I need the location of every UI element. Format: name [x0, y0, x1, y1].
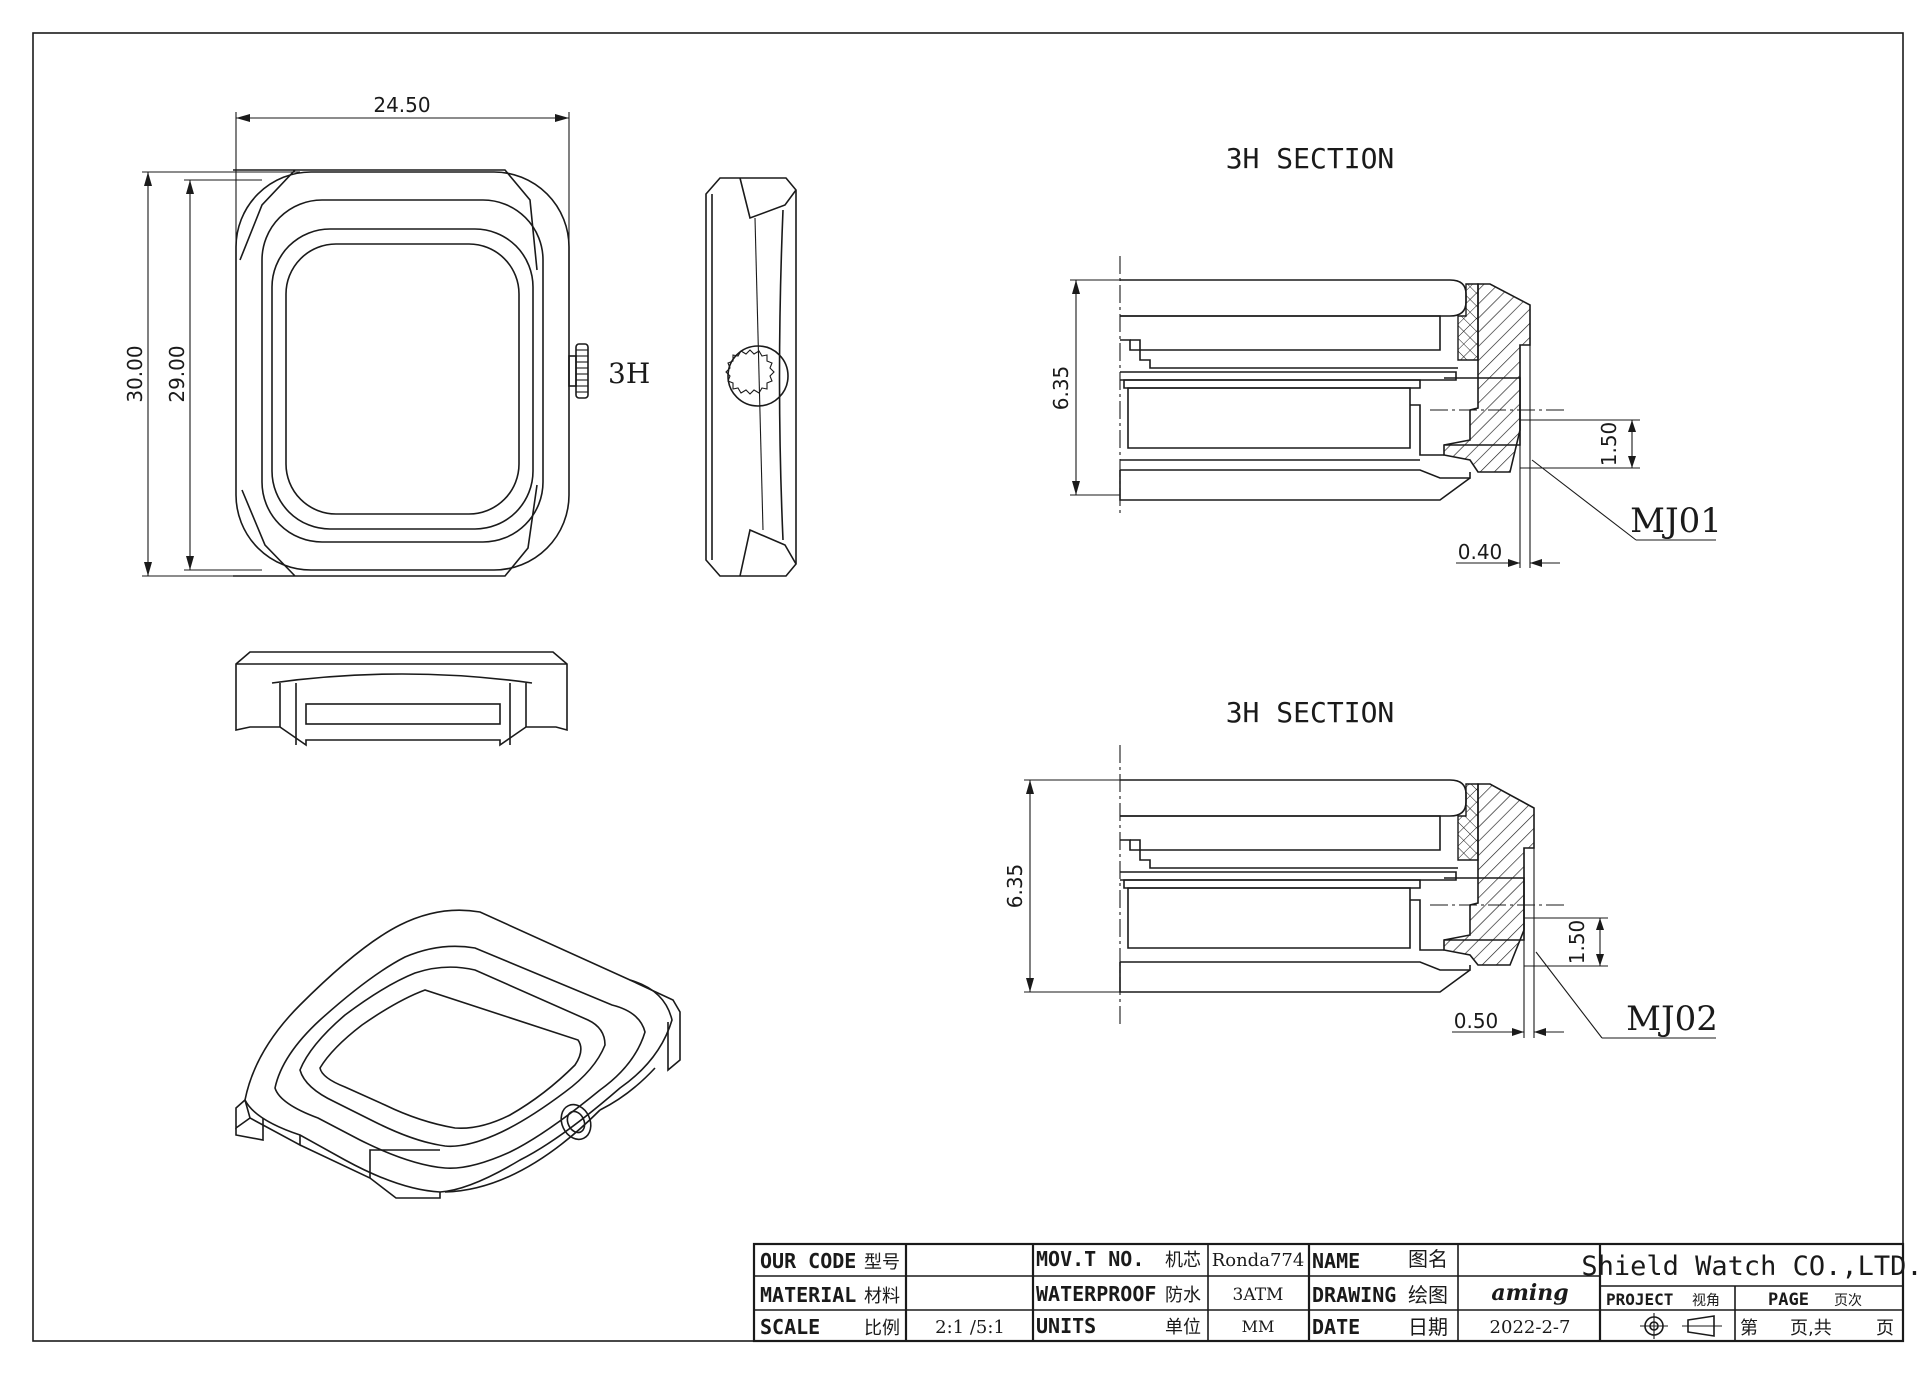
crown-label: 3H	[608, 357, 650, 390]
project-label: PROJECT	[1606, 1290, 1673, 1309]
date-label-cn: 日期	[1408, 1315, 1448, 1339]
section-2-height-dim: 6.35	[1003, 864, 1027, 909]
material-label-cn: 材料	[864, 1286, 900, 1307]
units-label-cn: 单位	[1165, 1317, 1201, 1338]
page-value-1: 第	[1740, 1318, 1758, 1339]
scale-label-cn: 比例	[864, 1318, 900, 1339]
isometric-view	[235, 909, 681, 1199]
project-label-cn: 视角	[1692, 1293, 1720, 1309]
page-value-3: 页	[1876, 1318, 1894, 1339]
section-1-callout: MJ01	[1630, 501, 1722, 541]
section-2-title: 3H SECTION	[1226, 696, 1395, 729]
units-value: MM	[1242, 1317, 1275, 1336]
waterproof-label: WATERPROOF	[1036, 1282, 1156, 1306]
movt-label-cn: 机芯	[1165, 1250, 1201, 1271]
section-2: 3H SECTION 6.35 1.50 0.	[1003, 696, 1718, 1039]
movt-label: MOV.T NO.	[1036, 1247, 1144, 1271]
section-2-offset-dim: 0.50	[1454, 1009, 1499, 1033]
movt-value: Ronda774	[1212, 1250, 1305, 1271]
section-1-offset-dim: 0.40	[1458, 540, 1503, 564]
section-1: 3H SECTION 6.35 1.50	[1049, 142, 1722, 568]
section-1-gap-dim: 1.50	[1597, 422, 1621, 467]
date-label: DATE	[1312, 1315, 1360, 1339]
name-label-cn: 图名	[1408, 1247, 1448, 1271]
scale-value: 2:1 /5:1	[935, 1317, 1005, 1338]
waterproof-label-cn: 防水	[1165, 1285, 1201, 1306]
material-label: MATERIAL	[760, 1283, 856, 1307]
page-label-cn: 页次	[1834, 1293, 1862, 1309]
page-label: PAGE	[1768, 1290, 1809, 1310]
our-code-label-cn: 型号	[864, 1252, 900, 1273]
width-dimension: 24.50	[373, 93, 430, 117]
page-value-2: 页,共	[1790, 1318, 1832, 1339]
side-view	[705, 177, 797, 577]
drawing-label: DRAWING	[1312, 1283, 1396, 1307]
our-code-label: OUR CODE	[760, 1249, 856, 1273]
section-2-gap-dim: 1.50	[1565, 920, 1589, 965]
inner-height-dimension: 29.00	[165, 345, 189, 402]
bottom-view	[235, 651, 568, 747]
scale-label: SCALE	[760, 1315, 820, 1339]
drawing-label-cn: 绘图	[1408, 1283, 1448, 1307]
waterproof-value: 3ATM	[1233, 1285, 1284, 1305]
units-label: UNITS	[1036, 1314, 1096, 1338]
outer-height-dimension: 30.00	[123, 345, 147, 402]
section-1-title: 3H SECTION	[1226, 142, 1395, 175]
drawing-border	[32, 32, 1904, 1342]
section-2-callout: MJ02	[1626, 999, 1718, 1039]
title-block: OUR CODE 型号 MOV.T NO. 机芯 Ronda774 NAME 图…	[752, 1242, 1923, 1343]
name-label: NAME	[1312, 1249, 1360, 1273]
front-view: 3H 24.50 30.00 29.00	[123, 93, 650, 577]
drawing-value: aming	[1491, 1280, 1568, 1306]
company-name: Shield Watch CO.,LTD.	[1581, 1251, 1922, 1282]
date-value: 2022-2-7	[1490, 1317, 1571, 1338]
projection-symbol-icon	[1640, 1313, 1722, 1339]
section-1-height-dim: 6.35	[1049, 366, 1073, 411]
